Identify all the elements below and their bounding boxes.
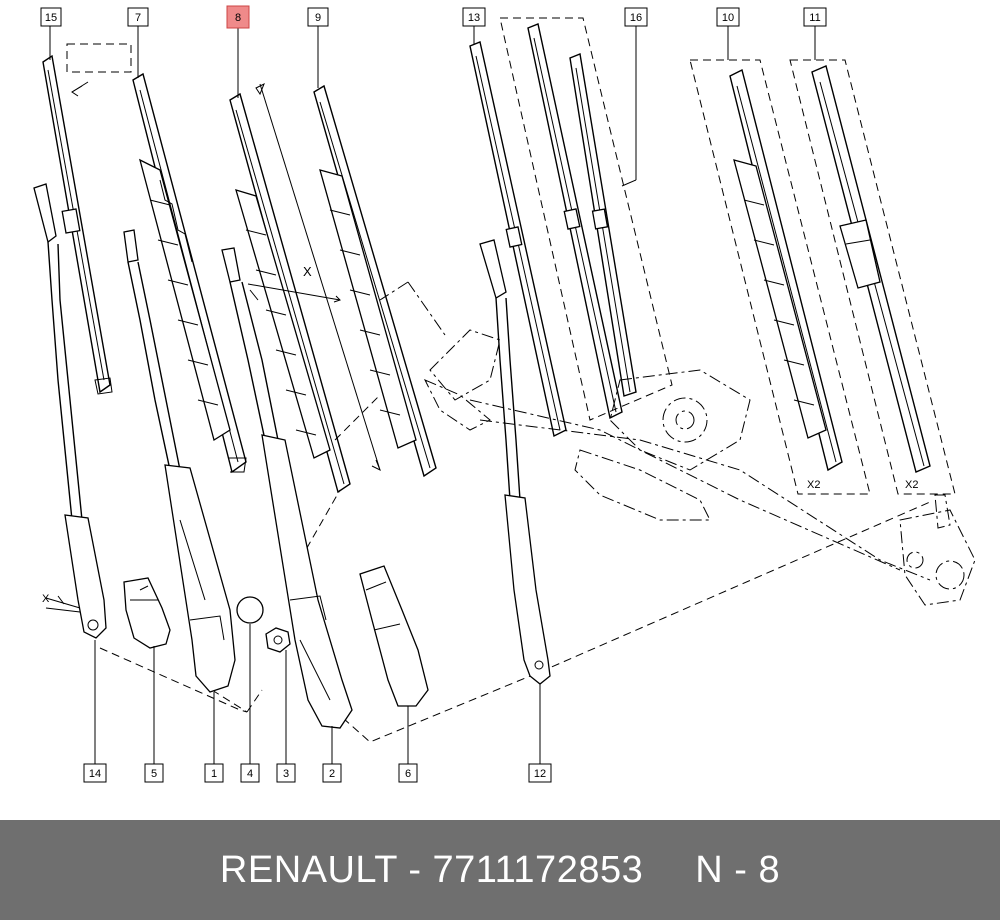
callout-11: 11 [803,7,827,27]
callout-11-label: 11 [809,12,820,24]
callout-6-label: 6 [405,768,411,780]
callout-4-label: 4 [247,768,253,780]
callout-7: 7 [127,7,149,27]
wiper-blade-7 [132,72,247,474]
wiper-blade-8 [229,82,381,494]
callout-2-label: 2 [329,768,335,780]
callout-8-highlighted: 8 [226,5,250,29]
qty-10-label: X2 [807,479,820,491]
callout-10: 10 [716,7,740,27]
wiper-blade-9 [313,84,437,478]
callout-6: 6 [398,763,418,783]
wiper-arm-1 [123,229,236,693]
callout-1-label: 1 [211,768,217,780]
callout-14-label: 14 [89,768,101,780]
parts-diagram: 15 7 8 9 13 16 10 11 14 5 1 4 [33,5,976,783]
highlight-box [226,5,250,29]
x-length-label: X [303,264,312,279]
x-angle-label: X [42,593,50,605]
callout-2: 2 [322,763,342,783]
callout-9: 9 [307,7,329,27]
callout-15-label: 15 [45,12,57,24]
callout-3: 3 [276,763,296,783]
callout-8-label: 8 [235,12,241,24]
wiper-blade-13 [469,41,567,438]
arm-cover-5 [123,577,171,649]
nut-3 [265,627,291,653]
callout-1: 1 [204,763,224,783]
group-box-11 [789,59,956,495]
brand-part-number: RENAULT - 7711172853 [219,848,644,891]
callout-7-label: 7 [135,12,141,24]
callout-9-label: 9 [315,12,321,24]
callout-16-label: 16 [630,12,642,24]
wiper-linkage [379,281,976,606]
group-box-16 [499,17,673,421]
group-box-10 [689,59,871,495]
callout-14: 14 [83,763,107,783]
callout-10-label: 10 [722,12,734,24]
callout-15: 15 [40,7,62,27]
diagram-reference: N - 8 [695,848,781,891]
callout-12: 12 [528,763,552,783]
cap-4 [236,596,264,624]
wiper-arm-14 [33,183,107,639]
wiper-blade-10 [729,68,843,472]
wiper-blade-15 [42,54,113,395]
callout-13-label: 13 [468,12,480,24]
wiper-arm-2 [221,247,353,729]
reference-box-15 [66,43,132,73]
part-number-banner: RENAULT - 7711172853 N - 8 [0,820,1000,920]
callout-5: 5 [144,763,164,783]
angle-arrows [247,283,341,303]
callout-5-label: 5 [151,768,157,780]
wiper-blade-11 [811,65,931,473]
callout-16: 16 [624,7,648,27]
callout-12-label: 12 [534,768,546,780]
arm-cover-6 [359,565,429,707]
wiper-blade-16 [527,23,637,420]
wiper-arm-12 [479,239,551,685]
qty-11-label: X2 [905,479,918,491]
leader-lines [49,26,816,764]
callout-3-label: 3 [283,768,289,780]
callout-4: 4 [240,763,260,783]
callout-13: 13 [462,7,486,27]
